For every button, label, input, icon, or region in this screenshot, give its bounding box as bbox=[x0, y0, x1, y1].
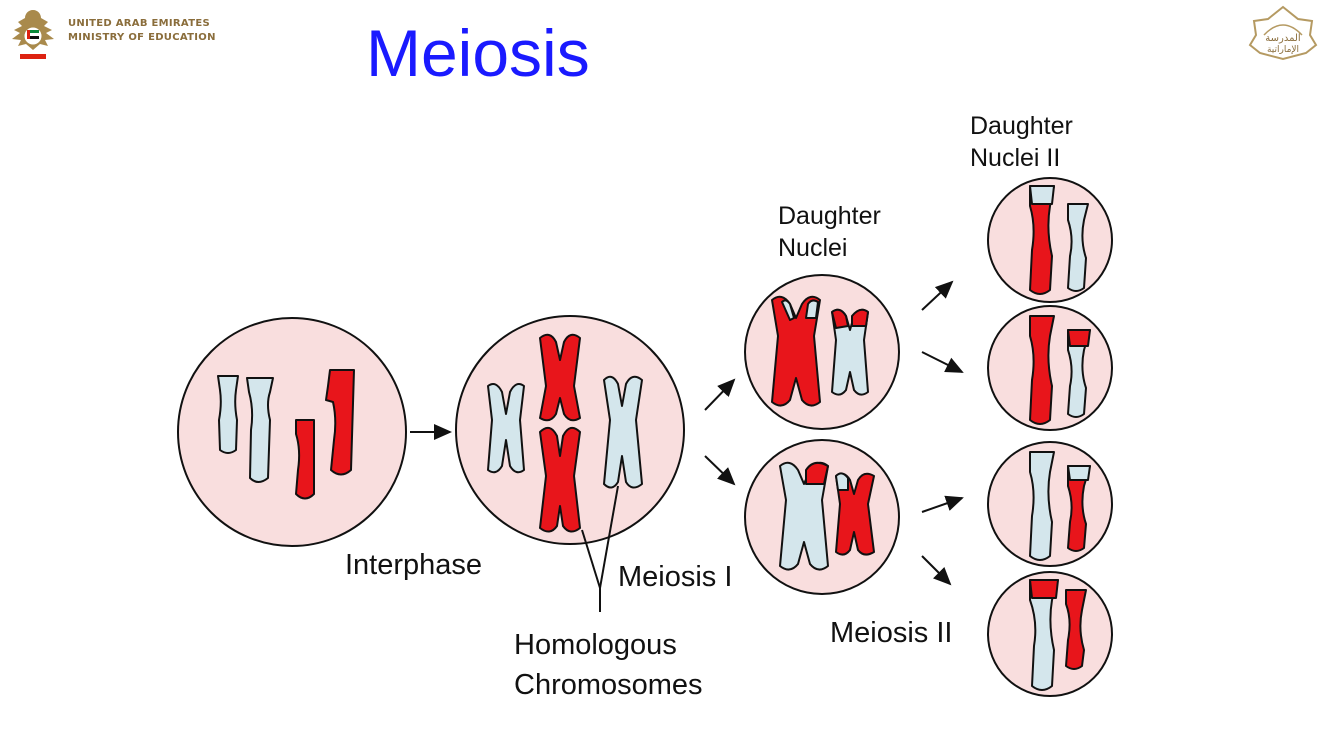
homologous-pointer bbox=[581, 485, 619, 612]
homologous-line-2: Chromosomes bbox=[514, 669, 703, 701]
daughter-2a-chromosomes bbox=[1029, 185, 1089, 295]
daughter-nuclei-2-label: Daughter Nuclei II bbox=[970, 110, 1073, 174]
daughter-nuclei-label: Daughter Nuclei bbox=[778, 200, 881, 264]
arrow-to-2c bbox=[921, 495, 964, 513]
daughter-2c-chromosomes bbox=[1029, 451, 1091, 561]
meiosis-1-chromosomes bbox=[487, 333, 643, 533]
daughter-nuclei-line-2: Nuclei bbox=[778, 234, 848, 262]
daughter-nuclei-line-1: Daughter bbox=[778, 202, 881, 230]
daughter-bottom-chromosomes bbox=[779, 461, 875, 571]
school-logo-text-1: المدرسة bbox=[1265, 33, 1300, 44]
arrow-to-2b bbox=[921, 351, 964, 373]
emirati-school-logo-icon: المدرسة الإماراتية bbox=[1248, 5, 1318, 61]
interphase-chromosomes bbox=[217, 369, 355, 500]
daughter-top-chromosomes bbox=[771, 295, 869, 407]
arrow-to-daughter-bottom bbox=[704, 455, 736, 486]
meiosis-1-label: Meiosis I bbox=[618, 561, 733, 593]
ministry-line-1: UNITED ARAB EMIRATES bbox=[68, 18, 210, 29]
arrow-to-2a bbox=[921, 280, 954, 311]
interphase-cell bbox=[177, 317, 407, 547]
arrow-to-2d bbox=[921, 555, 952, 586]
daughter-2b-chromosomes bbox=[1029, 315, 1091, 425]
arrow-to-daughter-top bbox=[704, 378, 736, 411]
homologous-line-1: Homologous bbox=[514, 629, 677, 661]
daughter-2d-chromosomes bbox=[1029, 579, 1087, 691]
page-title: Meiosis bbox=[366, 16, 590, 90]
ministry-line-2: MINISTRY OF EDUCATION bbox=[68, 32, 216, 43]
daughter-nuclei-2-line-1: Daughter bbox=[970, 112, 1073, 140]
uae-emblem-icon bbox=[12, 10, 54, 59]
ministry-heading: UNITED ARAB EMIRATES MINISTRY OF EDUCATI… bbox=[68, 17, 216, 45]
school-logo-text-2: الإماراتية bbox=[1267, 45, 1299, 55]
daughter-nuclei-2-line-2: Nuclei II bbox=[970, 144, 1061, 172]
meiosis-2-label: Meiosis II bbox=[830, 617, 953, 649]
interphase-label: Interphase bbox=[345, 549, 483, 581]
daughter-nucleus-top bbox=[744, 274, 900, 430]
homologous-chromosomes-label: Homologous Chromosomes bbox=[514, 625, 703, 705]
